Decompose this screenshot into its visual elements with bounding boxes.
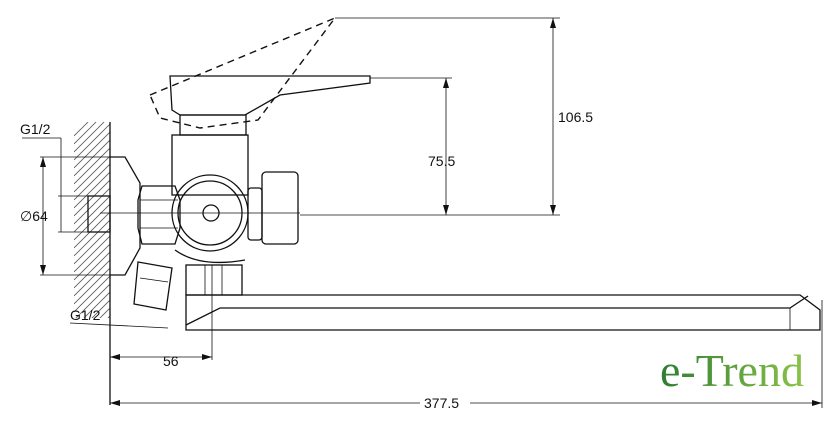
hatch-line [74,122,89,137]
hatch-line [75,283,110,318]
dim-64 [22,137,110,276]
thread-bottom-leader [69,322,169,329]
dim-body-height-label: 75.5 [428,153,455,169]
dim-offset-label: 56 [163,353,179,369]
hatch-line [74,267,110,305]
dim-lever-height-label: 106.5 [558,109,593,125]
hatch-line [74,187,110,225]
hatch-line [91,299,110,318]
wall-hatch [74,122,110,368]
hatch-line [74,122,97,145]
hatch-line [74,324,110,360]
hatch-line [74,332,110,368]
hatch-line [74,203,110,241]
hatch-line [74,259,110,297]
hex-nut [137,185,181,245]
hatch-line [74,195,110,233]
lever-handle [169,75,371,136]
hatch-line [74,147,110,185]
hatch-line [74,122,105,153]
hatch-line [74,131,110,169]
brand-logo: e-Trend [660,345,804,396]
hatch-line [74,179,110,217]
diameter-label: ∅64 [20,208,48,224]
thread-bottom-label: G1/2 [70,307,101,323]
hatch-line [74,139,110,177]
hatch-line [74,227,110,265]
hatch-line [83,291,110,318]
dim-106-5 [300,17,560,216]
hatch-line [74,243,110,281]
eccentric-connector [133,261,173,311]
hatch-line [74,163,110,201]
hatch-line [74,235,110,273]
dim-length-label: 377.5 [424,395,459,411]
dim-75-5 [370,77,452,215]
hatch-line [74,171,110,209]
lever-open-position [149,16,338,129]
mixer-body [171,134,299,360]
hatch-line [74,211,110,249]
wall-flange [87,156,300,276]
hatch-line [74,155,110,193]
hatch-line [74,251,110,289]
thread-top-label: G1/2 [20,121,51,137]
hatch-line [74,123,110,161]
spout [185,294,821,331]
dim-56 [110,354,212,360]
hatch-line [74,275,110,313]
hatch-line [74,219,110,257]
hatch-line [99,307,110,318]
